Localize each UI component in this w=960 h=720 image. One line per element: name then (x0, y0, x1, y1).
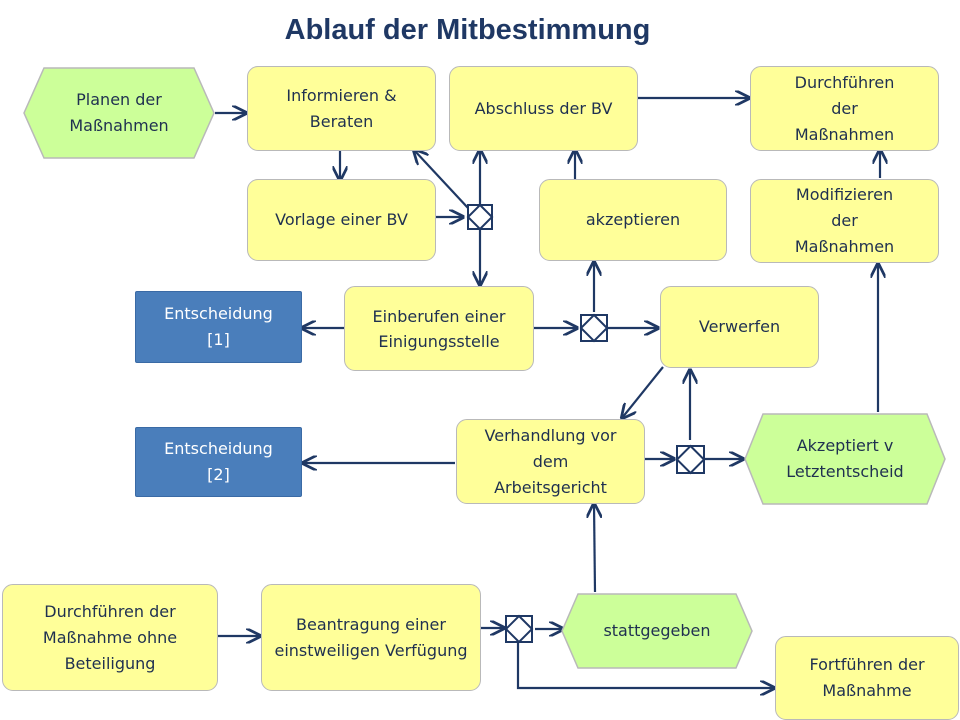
event-akzeptiert-letztentscheid: Akzeptiert v Letztentscheid (743, 412, 947, 506)
decision-entscheidung-1: Entscheidung [1] (135, 291, 302, 363)
diagram-title: Ablauf der Mitbestimmung (284, 14, 651, 46)
gateway-1 (466, 203, 494, 231)
task-akzeptieren: akzeptieren (539, 179, 727, 261)
event-planen-label: Planen der Maßnahmen (69, 90, 169, 135)
task-einberufen-einigungsstelle: Einberufen einer Einigungsstelle (344, 286, 534, 371)
task-modifizieren-massnahmen: Modifizieren der Maßnahmen (750, 179, 939, 263)
task-fortfuehren-massnahme: Fortführen der Maßnahme (775, 636, 959, 720)
task-verhandlung-arbeitsgericht: Verhandlung vor dem Arbeitsgericht (456, 419, 645, 504)
edge-stattgegeben-verhandlung (594, 504, 595, 593)
task-abschluss-bv: Abschluss der BV (449, 66, 638, 151)
task-vorlage-bv: Vorlage einer BV (247, 179, 436, 261)
event-stattgegeben-label: stattgegeben (603, 621, 711, 640)
event-stattgegeben: stattgegeben (560, 592, 754, 670)
hexagon-shape (23, 67, 215, 159)
gateway-3 (675, 444, 706, 475)
edge-verwerfen-verhandlung (622, 366, 664, 418)
task-durchfuehren-massnahmen: Durchführen der Maßnahmen (750, 66, 939, 151)
edge-gw1-informieren (414, 150, 469, 209)
event-planen: Planen der Maßnahmen (22, 66, 216, 160)
task-durchfuehren-ohne-beteiligung: Durchführen der Maßnahme ohne Beteiligun… (2, 584, 218, 691)
hexagon-shape (744, 413, 946, 505)
gateway-2 (579, 313, 609, 343)
task-informieren-beraten: Informieren & Beraten (247, 66, 436, 151)
edge-gw4-fortfuehren (516, 642, 774, 688)
event-akzeptiert-label: Akzeptiert v Letztentscheid (786, 436, 904, 481)
hexagon-shape (561, 593, 753, 669)
gateway-4 (504, 614, 534, 644)
decision-entscheidung-2: Entscheidung [2] (135, 427, 302, 497)
task-beantragung-verfuegung: Beantragung einer einstweiligen Verfügun… (261, 584, 481, 691)
task-verwerfen: Verwerfen (660, 286, 819, 368)
